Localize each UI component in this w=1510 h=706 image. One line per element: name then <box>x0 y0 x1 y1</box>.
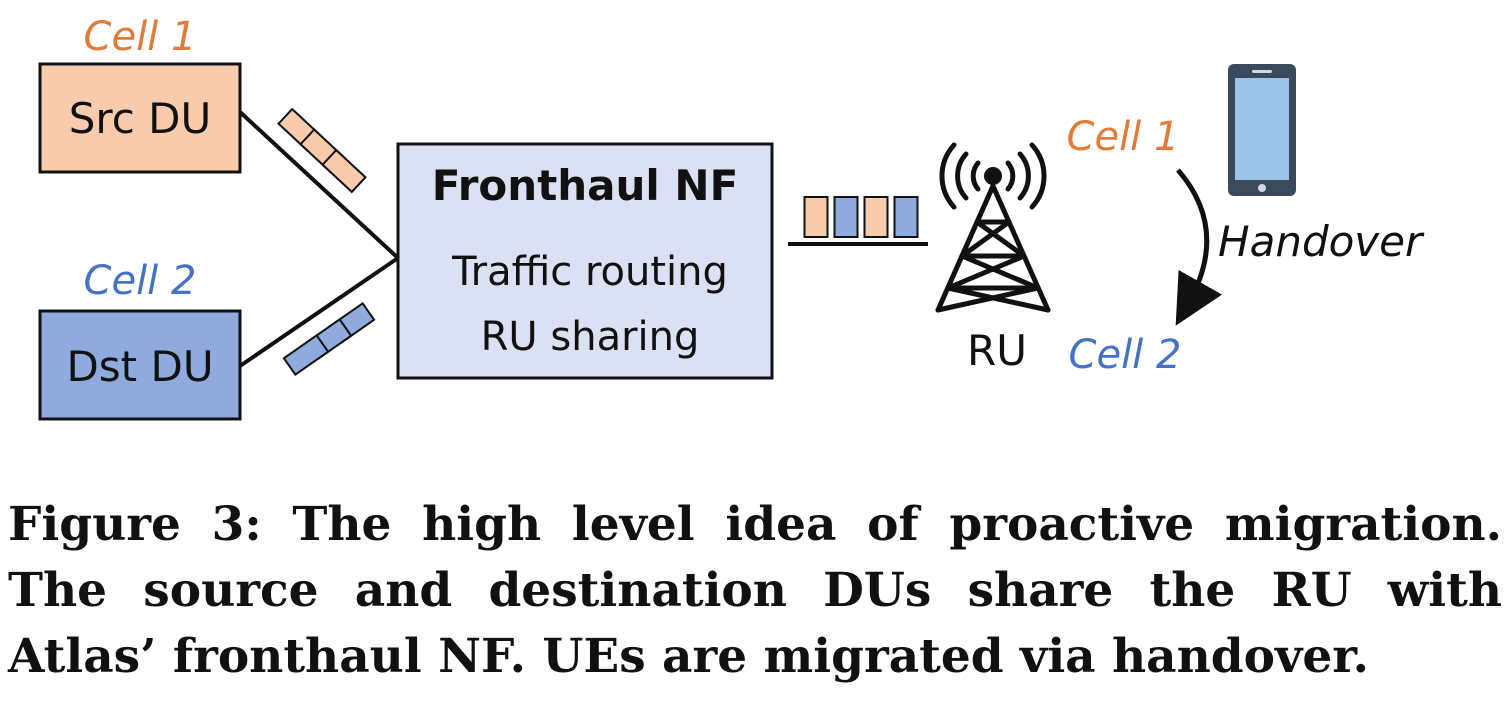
src-packet <box>321 148 367 194</box>
merged-packet <box>803 196 829 238</box>
merged-packet <box>863 196 889 238</box>
ue-from-cell-label: Cell 1 <box>1067 114 1180 160</box>
dst-link-line <box>238 256 400 368</box>
src-packet-queue <box>277 107 367 194</box>
fronthaul-nf-box <box>396 142 774 380</box>
dst-packet-queue <box>282 301 376 377</box>
dst-du-label: Dst DU <box>66 342 213 391</box>
merged-packet <box>833 196 859 238</box>
ru-label: RU <box>967 326 1027 375</box>
migration-diagram: Cell 1 Src DU Cell 2 Dst DU Fronthaul NF… <box>38 14 1425 421</box>
dst-packet <box>282 333 330 377</box>
dst-cell-label: Cell 2 <box>84 258 197 304</box>
antenna-tower-icon <box>935 142 1051 313</box>
smartphone-icon <box>1228 64 1296 196</box>
fronthaul-nf-line-sharing: RU sharing <box>481 314 700 360</box>
src-link-line <box>238 110 400 260</box>
ue-to-cell-label: Cell 2 <box>1069 332 1182 378</box>
src-du-label: Src DU <box>69 94 212 143</box>
src-du-box <box>38 62 242 174</box>
dst-du-box <box>38 309 242 421</box>
handover-label: Handover <box>1218 217 1425 266</box>
fronthaul-nf-title: Fronthaul NF <box>432 161 739 210</box>
merged-packet <box>893 196 919 238</box>
merged-packet-queue <box>803 196 919 238</box>
src-cell-label: Cell 1 <box>84 14 197 60</box>
figure-caption: Figure 3: The high level idea of proacti… <box>8 497 1502 684</box>
fronthaul-nf-line-routing: Traffic routing <box>451 249 728 295</box>
handover-arrow-icon <box>1175 168 1223 326</box>
